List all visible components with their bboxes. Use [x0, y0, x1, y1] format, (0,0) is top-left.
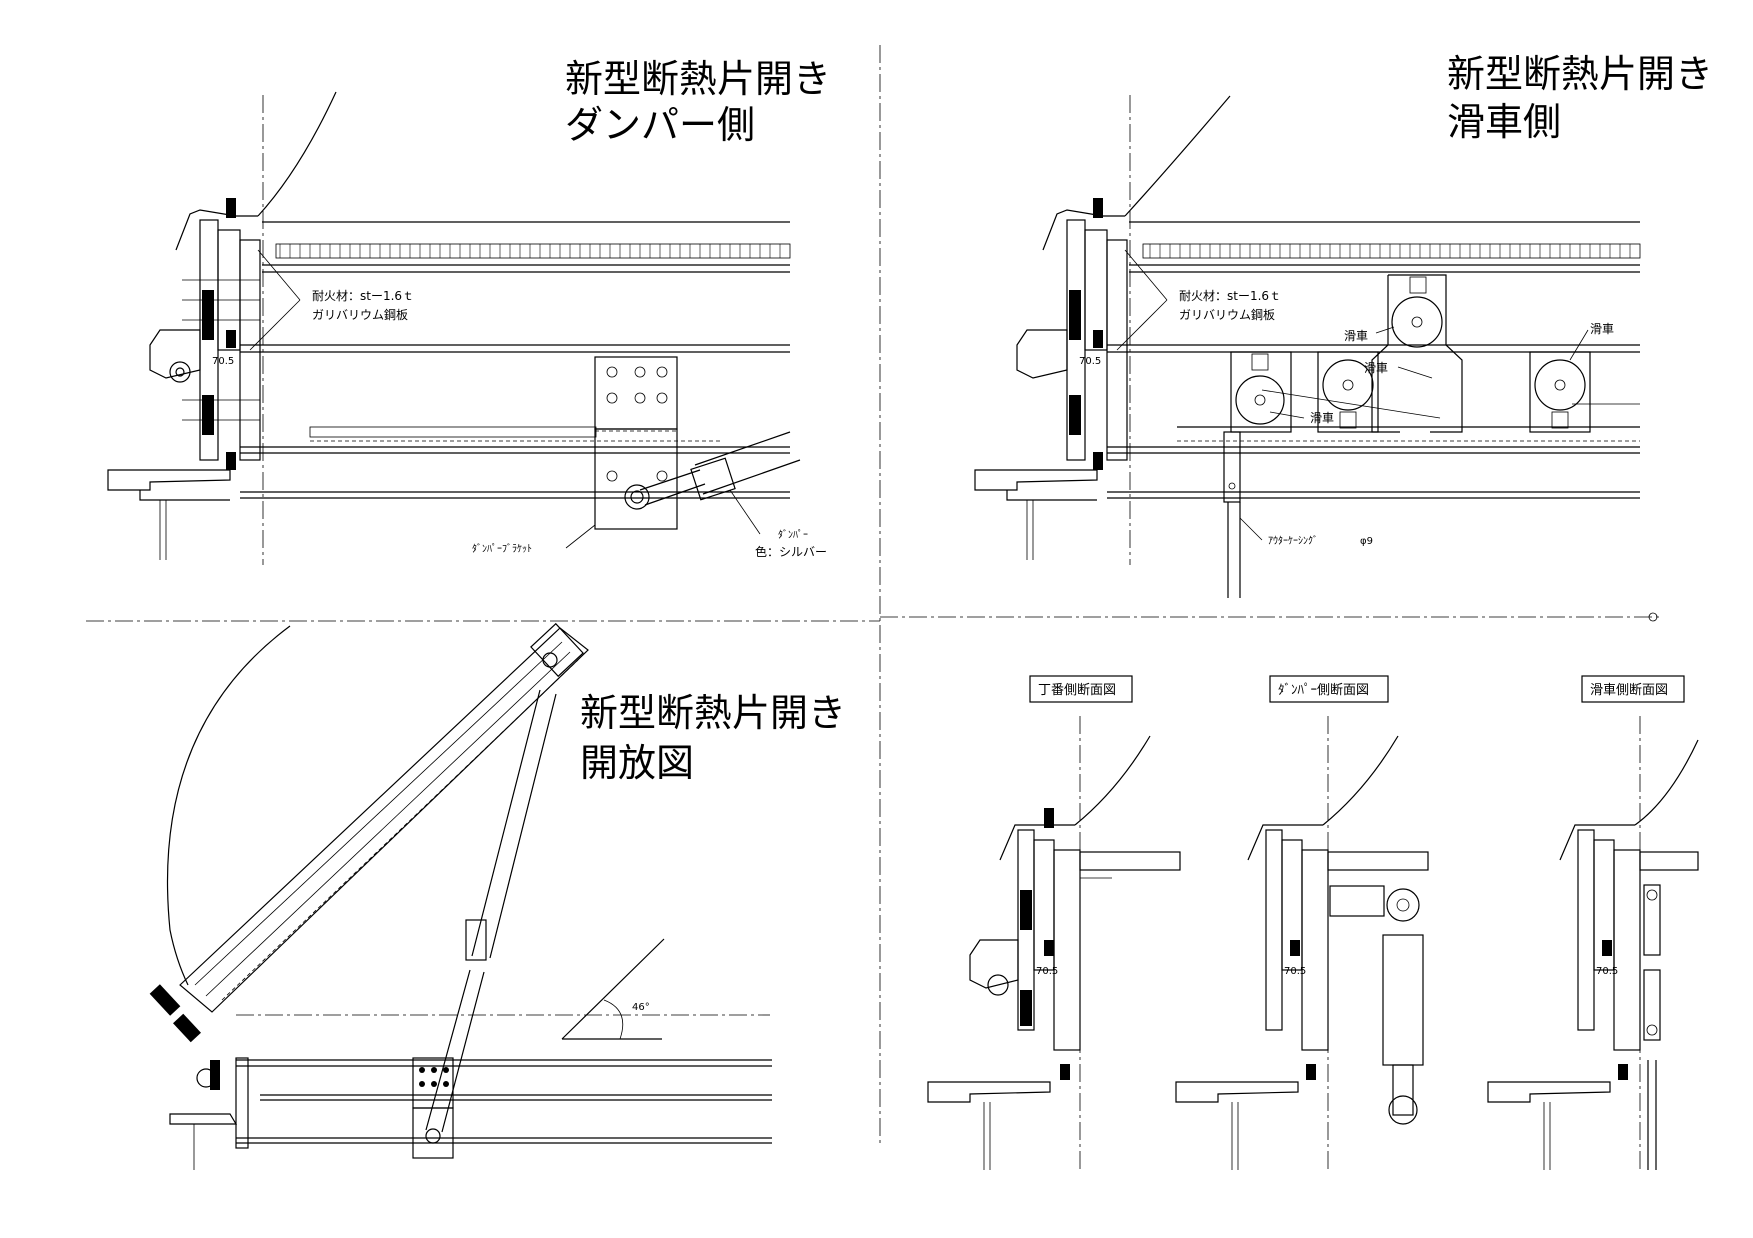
damper-color-label: 色：シルバー [755, 545, 827, 559]
damper-label: ﾀﾞﾝﾊﾟｰ [778, 529, 808, 541]
frame-assembly: 70.5 [107, 198, 261, 560]
leader-line [1375, 326, 1395, 334]
pulley-label-top: 滑車 [1344, 329, 1368, 343]
lid-edge [1042, 209, 1125, 251]
title-damper-side-line1: 新型断熱片開き [565, 57, 831, 101]
title-open-view: 新型断熱片開き 開放図 [580, 691, 846, 785]
leader-line [257, 249, 301, 301]
pulley-housing-top [1371, 274, 1463, 433]
leader-line [249, 299, 301, 351]
swing-arc [166, 625, 291, 986]
leader-line [1239, 517, 1263, 541]
damper-bracket [594, 356, 678, 530]
panel-pulley-side: 70.5 耐火材：stー1.6ｔ ガリバリウム鋼板 [974, 95, 1641, 598]
leader-line [1397, 366, 1433, 379]
insulation-hatch [279, 244, 781, 258]
dim-label: 70.5 [1079, 356, 1101, 367]
section-damper: 70.5 [1175, 716, 1429, 1170]
dim-label: 70.5 [1284, 966, 1306, 977]
title-pulley-side-line2: 滑車側 [1447, 100, 1561, 144]
lower-channel [309, 426, 597, 438]
insulation-hatch [1149, 244, 1631, 258]
divider-end-mark [1648, 612, 1658, 622]
angle-indicator: 46° [561, 938, 665, 1040]
frame-assembly: 70.5 [974, 198, 1128, 560]
title-open-view-line2: 開放図 [580, 741, 694, 785]
pulley-section-title: 滑車側断面図 [1590, 683, 1668, 698]
damper-section-title: ﾀﾞﾝﾊﾟｰ側断面図 [1278, 683, 1369, 698]
lid-arc [257, 91, 337, 217]
dim-label: 70.5 [1036, 966, 1058, 977]
pulley-section-title-box [1581, 675, 1685, 703]
angle-label: 46° [632, 1002, 650, 1013]
cable-line [1261, 389, 1441, 419]
title-pulley-side-line1: 新型断熱片開き [1447, 52, 1713, 96]
hinge-cluster [149, 984, 220, 1090]
section-hinge: 70.5 [927, 716, 1181, 1170]
open-damper-strut [425, 689, 557, 1133]
fireproof-note-line1: 耐火材：stー1.6ｔ [312, 289, 414, 303]
fireproof-note-line1: 耐火材：stー1.6ｔ [1179, 289, 1281, 303]
panel-open-view: 46° [149, 622, 772, 1170]
leader-line [1269, 411, 1305, 419]
leader-line [1116, 299, 1168, 351]
pulley-housing-left [1230, 351, 1292, 433]
hinge-section-title-box [1029, 675, 1133, 703]
title-pulley-side: 新型断熱片開き 滑車側 [1447, 52, 1713, 144]
bracket-label: ﾀﾞﾝﾊﾟｰﾌﾞﾗｹｯﾄ [472, 543, 532, 555]
section-pulley: 70.5 [1487, 716, 1699, 1170]
leader-line [1124, 249, 1168, 301]
damper-section-title-box [1269, 675, 1389, 703]
pulley-housing-right [1529, 351, 1591, 433]
title-damper-side: 新型断熱片開き ダンパー側 [565, 57, 831, 147]
dim-label: 70.5 [212, 356, 234, 367]
title-damper-side-line2: ダンパー側 [565, 103, 755, 147]
frame-post [235, 1057, 249, 1149]
pulley-label-left: 滑車 [1310, 411, 1334, 425]
open-lid [179, 622, 589, 1013]
damper-cylinder [639, 431, 801, 506]
pulley-label-right: 滑車 [1590, 322, 1614, 336]
leader-line [729, 489, 761, 535]
leader-line [565, 524, 596, 549]
fireproof-note-line2: ガリバリウム鋼板 [312, 308, 408, 322]
fireproof-note-line2: ガリバリウム鋼板 [1179, 308, 1275, 322]
pulley-label-mid: 滑車 [1364, 361, 1388, 375]
title-open-view-line1: 新型断熱片開き [580, 691, 846, 735]
open-damper-bracket [412, 1057, 454, 1159]
pulley-housing-mid [1317, 351, 1379, 433]
outer-casing [1223, 431, 1241, 598]
hinge-section-title: 丁番側断面図 [1038, 683, 1116, 698]
panel-sections: 丁番側断面図 ﾀﾞﾝﾊﾟｰ側断面図 滑車側断面図 70.5 [927, 675, 1699, 1170]
insulation-band [275, 243, 791, 259]
casing-dim-label: φ9 [1360, 536, 1373, 547]
casing-label: ｱｳﾀｰｹｰｼﾝｸﾞ [1268, 535, 1318, 547]
insulation-band [1142, 243, 1641, 259]
leader-line [1569, 329, 1589, 361]
lid-arc [1124, 95, 1231, 217]
sill [169, 1113, 238, 1125]
dim-label: 70.5 [1596, 966, 1618, 977]
panel-damper-side: 70.5 耐火材：stー1.6ｔ ガリバリウム鋼板 ﾀﾞﾝﾊﾟｰﾌﾞﾗｹ [107, 91, 827, 565]
lid-edge [175, 209, 258, 251]
